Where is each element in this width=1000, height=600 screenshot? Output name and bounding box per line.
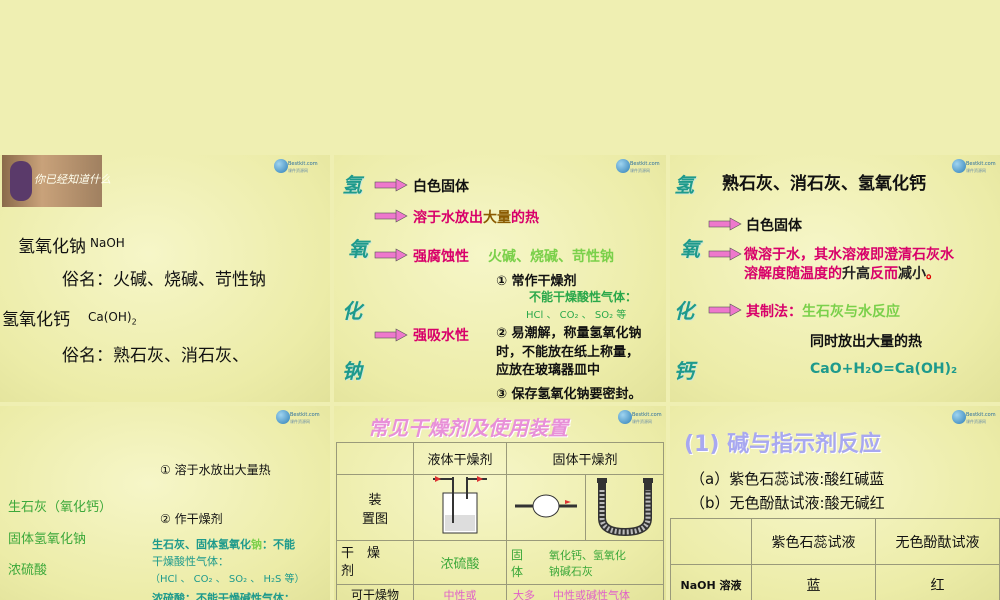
prop-corrosive-alias: 火碱、烧碱、苛性钠: [488, 249, 614, 265]
u-tube-image: [585, 474, 664, 541]
use-desiccant-gases: HCl 、 CO₂ 、 SO₂ 等: [526, 310, 627, 321]
arrow-icon: [374, 209, 408, 223]
side-char-3: 化: [674, 299, 694, 323]
col-litmus: 紫色石蕊试液: [751, 518, 876, 565]
side-char-1: 氢: [342, 173, 362, 197]
note-restriction-2: 干燥酸性气体：: [152, 555, 229, 568]
prop-absorbent: 强吸水性: [413, 328, 469, 344]
prop-solubility-2: 溶解度随温度的升高反而减小。: [744, 266, 940, 282]
side-char-4: 钙: [674, 359, 694, 383]
slide-title: 常见干燥剂及使用装置: [368, 416, 568, 440]
header-solid: 固体干燥剂: [506, 442, 664, 475]
use-deliquesce-2: 时，不能放在纸上称量，: [496, 345, 640, 360]
caoh-name: 氢氧化钙: [2, 310, 70, 330]
drying-tube-image: [506, 474, 586, 541]
naoh-formula: NaOH: [90, 236, 125, 250]
prop-white-solid: 白色固体: [413, 179, 469, 195]
item-quicklime: 生石灰（氧化钙）: [8, 500, 113, 515]
side-char-2: 氧: [348, 237, 368, 261]
note-acid-restriction: 浓硫酸：不能干燥碱性气体：: [152, 592, 295, 600]
use-storage: ③ 保存氢氧化钠要密封。: [496, 387, 642, 402]
side-char-2: 氧: [680, 237, 700, 261]
arrow-icon: [708, 247, 742, 261]
note-restriction-3: （HCl 、 CO₂ 、 SO₂ 、 H₂S 等）: [150, 574, 305, 585]
banner-image: 你已经知道什么: [2, 155, 111, 207]
slide-title: (1) 碱与指示剂反应: [684, 432, 882, 457]
gas-bottle-image: [413, 474, 507, 541]
use-desiccant-warning: 不能干燥酸性气体：: [529, 290, 638, 304]
arrow-icon: [708, 217, 742, 231]
liquid-agent: 浓硫酸: [413, 540, 507, 585]
naoh-name: 氢氧化钠: [18, 237, 86, 257]
arrow-icon: [374, 248, 408, 262]
naoh-alias: 俗名：火碱、烧碱、苛性钠: [62, 270, 266, 290]
side-char-3: 化: [342, 299, 362, 323]
drying-table: 液体干燥剂 固体干燥剂 装 置图: [336, 442, 664, 600]
side-char-4: 钠: [342, 359, 362, 383]
prep-equation: CaO+H₂O=Ca(OH)₂: [810, 361, 958, 377]
banner-text: 你已经知道什么: [34, 173, 111, 186]
item-solid-naoh: 固体氢氧化钠: [8, 532, 87, 547]
solid-label: 固体: [511, 547, 524, 579]
drying-tube-icon: [515, 494, 577, 518]
prop-heat: 溶于水放出大量的热: [413, 210, 539, 226]
note-desiccant: ② 作干燥剂: [160, 512, 223, 526]
cell-litmus-naoh: 蓝: [751, 564, 876, 600]
arrow-icon: [708, 303, 742, 317]
caoh-title: 熟石灰、消石灰、氢氧化钙: [722, 174, 926, 194]
use-deliquesce-1: ② 易潮解，称量氢氧化钠: [496, 326, 642, 341]
note-heat: ① 溶于水放出大量热: [160, 463, 271, 477]
header-liquid: 液体干燥剂: [413, 442, 507, 475]
item-sulfuric-acid: 浓硫酸: [8, 563, 48, 578]
row-gas-label: 可干燥物: [336, 584, 414, 600]
indicator-table: 紫色石蕊试液 无色酚酞试液 NaOH 溶液 蓝 红: [670, 518, 1000, 600]
prop-solubility-1: 微溶于水，其水溶液即澄清石灰水: [744, 247, 954, 263]
prep-heat: 同时放出大量的热: [810, 334, 922, 350]
u-tube-icon: [596, 478, 653, 537]
gas-washing-bottle-icon: [433, 476, 487, 534]
caoh-formula: Ca(OH)2: [88, 310, 137, 327]
use-desiccant: ① 常作干燥剂: [496, 274, 577, 289]
prep-method: 其制法：生石灰与水反应: [746, 304, 900, 320]
row-agent-label: 干 燥剂: [336, 540, 414, 585]
litmus-rule: （a）紫色石蕊试液:酸红碱蓝: [690, 470, 885, 488]
cartoon-icon: [10, 161, 32, 201]
phenolphthalein-rule: （b）无色酚酞试液:酸无碱红: [690, 494, 885, 512]
row-device-label: 装 置图: [336, 474, 414, 541]
row-naoh: NaOH 溶液: [670, 564, 752, 600]
caoh-alias: 俗名：熟石灰、消石灰、: [62, 346, 249, 366]
side-char-1: 氢: [674, 173, 694, 197]
arrow-icon: [374, 328, 408, 342]
prop-corrosive: 强腐蚀性: [413, 249, 469, 265]
cell-phenolphthalein-naoh: 红: [875, 564, 1000, 600]
col-phenolphthalein: 无色酚酞试液: [875, 518, 1000, 565]
gas-liquid: 中性或: [413, 584, 507, 600]
note-restriction-1: 生石灰、固体氢氧化钠：不能: [152, 538, 295, 551]
arrow-icon: [374, 178, 408, 192]
use-deliquesce-3: 应放在玻璃器皿中: [496, 363, 601, 378]
prop-white-solid: 白色固体: [746, 218, 802, 234]
solid-agent-cell: 固体 氧化钙、氢氧化钠碱石灰: [506, 540, 664, 585]
gas-solid: 大多中性或碱性气体: [506, 584, 664, 600]
solid-agent: 氧化钙、氢氧化钠碱石灰: [548, 548, 626, 578]
